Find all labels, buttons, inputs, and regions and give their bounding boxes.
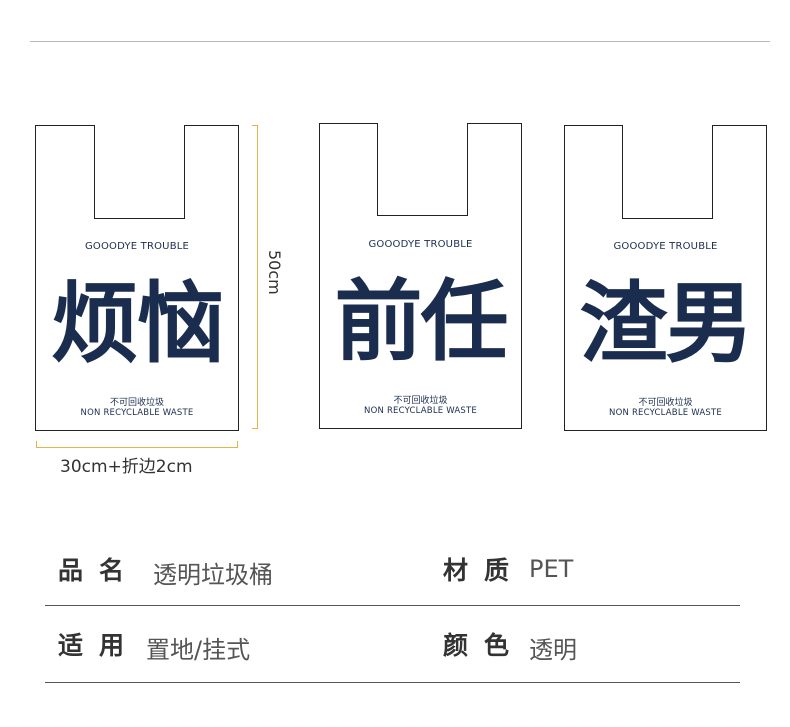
bag-card-2: GOOODYE TROUBLE 前任 不可回收垃圾 NON RECYCLABLE… — [319, 123, 522, 429]
spec-key-name: 品名 — [58, 556, 141, 585]
spec-key-usage: 适用 — [58, 631, 141, 660]
bag-sub-en: NON RECYCLABLE WASTE — [364, 406, 477, 416]
bag-word: 渣男 — [579, 272, 753, 375]
bag-word: 烦恼 — [50, 272, 225, 375]
spec-key-material: 材质 — [443, 556, 526, 585]
bag-brand: GOOODYE TROUBLE — [84, 241, 190, 252]
width-dimension-label: 30cm+折边2cm — [60, 457, 193, 477]
bag-outline-1 — [35, 125, 239, 431]
bag-outline-2 — [319, 123, 522, 429]
spec-divider-2 — [45, 682, 740, 683]
spec-divider-1 — [45, 605, 740, 606]
spec-value-material: PET — [529, 555, 574, 583]
bag-sub-en: NON RECYCLABLE WASTE — [609, 408, 722, 418]
bag-sub-en: NON RECYCLABLE WASTE — [80, 408, 194, 418]
bag-sub-cn: 不可回收垃圾 — [393, 396, 448, 406]
spec-key-color: 颜色 — [443, 631, 526, 660]
bag-word: 前任 — [334, 270, 508, 373]
bag-brand: GOOODYE TROUBLE — [368, 239, 473, 250]
bag-outline-3 — [564, 125, 767, 431]
bag-sub-cn: 不可回收垃圾 — [109, 398, 164, 408]
spec-value-name: 透明垃圾桶 — [153, 561, 273, 589]
width-dimension-mark — [36, 441, 238, 448]
bag-brand: GOOODYE TROUBLE — [613, 241, 718, 252]
bag-card-3: GOOODYE TROUBLE 渣男 不可回收垃圾 NON RECYCLABLE… — [564, 125, 767, 431]
bag-sub-cn: 不可回收垃圾 — [638, 398, 693, 408]
height-dimension-label: 50cm — [265, 250, 284, 295]
bag-card-1: GOOODYE TROUBLE 烦恼 不可回收垃圾 NON RECYCLABLE… — [35, 125, 239, 431]
height-dimension-mark — [252, 125, 258, 429]
spec-value-color: 透明 — [529, 636, 577, 664]
top-divider — [30, 41, 770, 42]
spec-value-usage: 置地/挂式 — [146, 636, 251, 664]
